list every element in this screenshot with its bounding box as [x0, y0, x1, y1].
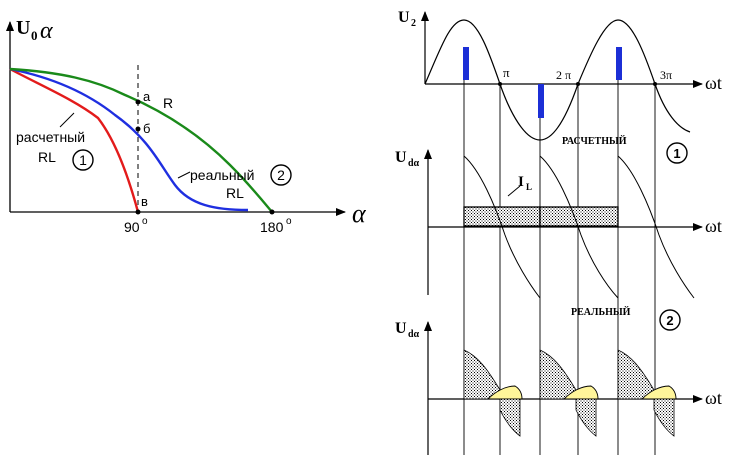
u2-axis-label-sub: 2	[411, 18, 416, 29]
real-title-number: 2	[666, 313, 673, 328]
pi-label: π	[503, 65, 510, 80]
calc-number-circle	[72, 149, 94, 171]
ud-calc-axis-label: U	[395, 149, 407, 166]
u2-axis-label: U	[398, 9, 410, 26]
left-x-axis-label: α	[352, 199, 367, 228]
left-y-axis-label-sub: 0	[31, 28, 38, 43]
ud-calc-axis-label-sub: dα	[408, 158, 420, 169]
calc-title: РАСЧЕТНЫЙ	[562, 135, 627, 147]
real-title-circle	[659, 309, 681, 331]
left-y-axis-label: U	[16, 17, 30, 39]
ud-real-axis-label: U	[395, 320, 407, 337]
il-label: I	[518, 174, 524, 190]
left-graph: U 0 α α a б в R 90 o 180 o расчетный RL …	[5, 17, 367, 235]
curve-R	[9, 67, 273, 213]
left-y-axis-label-greek: α	[40, 18, 53, 44]
point-b-label: б	[143, 121, 150, 136]
tick-180-label: 180	[260, 219, 284, 235]
ud-calc-wave-3	[617, 155, 695, 299]
ud-real-yellow-2	[562, 385, 599, 400]
ud-real-graph: U dα РЕАЛЬНЫЙ 2 ωt	[395, 306, 722, 455]
u2-sine-wave	[424, 19, 691, 141]
ud-real-wt-label: ωt	[705, 388, 722, 408]
real-title: РЕАЛЬНЫЙ	[571, 306, 631, 318]
il-band-2	[539, 206, 619, 227]
il-band-1	[463, 206, 541, 227]
calc-title-circle	[666, 142, 688, 164]
ud-calc-wave-2	[539, 155, 619, 299]
tick-90-label: 90	[124, 219, 140, 235]
calc-label-line1: расчетный	[16, 129, 85, 145]
pulse-1	[463, 47, 469, 80]
point-v-label: в	[141, 194, 148, 209]
tick-90-sup: o	[142, 216, 148, 227]
ud-calculated-graph: U dα РАСЧЕТНЫЙ 1 I L ωt	[395, 135, 722, 299]
ud-real-neg-3	[653, 398, 675, 437]
calc-label-line2: RL	[38, 149, 56, 165]
tick-180-sup: o	[286, 216, 292, 227]
point-a-marker	[135, 99, 141, 105]
pulse-2	[538, 84, 544, 118]
real-label-line1: реальный	[190, 167, 254, 183]
u2-graph: U 2 π 2 π 3π ωt	[398, 9, 722, 141]
ud-real-dotted-3	[617, 349, 655, 400]
ud-real-neg-1	[499, 398, 521, 437]
ud-real-neg-2	[575, 398, 597, 437]
three-pi-label: 3π	[660, 68, 672, 82]
calc-title-number: 1	[673, 146, 680, 161]
point-a-label: a	[143, 89, 151, 104]
calc-number: 1	[79, 152, 87, 168]
curve-R-label: R	[163, 95, 173, 111]
u2-wt-label: ωt	[705, 73, 722, 93]
ud-calc-wave-1	[463, 155, 541, 299]
pulse-3	[616, 47, 622, 80]
calc-label-leader	[59, 112, 75, 128]
ud-real-yellow-3	[640, 385, 677, 400]
ud-real-axis-label-sub: dα	[408, 329, 420, 340]
ud-real-yellow-1	[486, 385, 523, 400]
two-pi-label: 2 π	[556, 68, 571, 82]
right-graph: U 2 π 2 π 3π ωt U dα РАСЧЕТНЫЙ 1	[395, 9, 722, 455]
real-label-line2: RL	[226, 185, 244, 201]
ud-real-dotted-1	[463, 349, 501, 400]
ud-calc-wt-label: ωt	[705, 216, 722, 236]
real-number-circle	[270, 164, 292, 186]
curve-real-RL	[9, 67, 249, 212]
curve-calculated-RL	[9, 67, 140, 213]
point-v-marker	[135, 209, 141, 215]
il-label-sub: L	[526, 182, 532, 192]
ud-real-dotted-2	[539, 349, 577, 400]
point-180-marker	[269, 209, 275, 215]
real-label-leader	[177, 171, 191, 179]
real-number: 2	[277, 167, 285, 183]
point-b-marker	[135, 126, 141, 132]
